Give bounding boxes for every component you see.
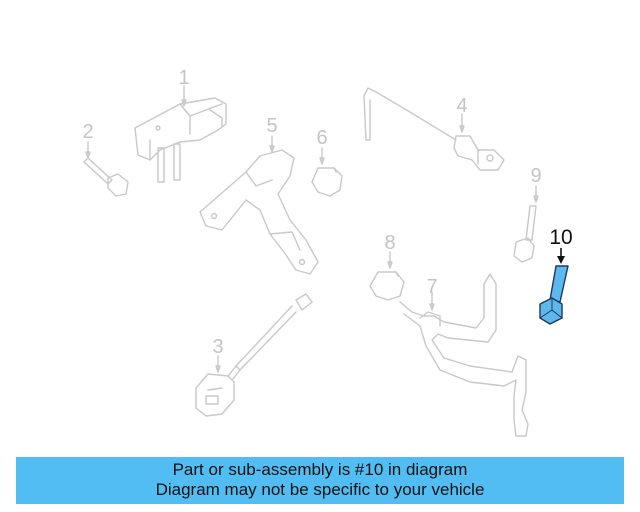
banner-line-1: Part or sub-assembly is #10 in diagram (172, 460, 468, 479)
callout-4: 4 (456, 95, 468, 117)
callout-5: 5 (266, 115, 278, 137)
callout-2: 2 (82, 121, 94, 143)
banner-line-2: Diagram may not be specific to your vehi… (155, 480, 485, 499)
info-banner: Part or sub-assembly is #10 in diagram D… (16, 457, 624, 504)
callout-3: 3 (212, 336, 224, 358)
bolt-icon[interactable] (83, 141, 129, 197)
callout-9: 9 (530, 165, 542, 187)
bracket-icon[interactable] (199, 135, 319, 275)
clip-icon[interactable] (369, 251, 405, 301)
pressure-sensor-icon[interactable] (134, 85, 227, 183)
clip-icon[interactable] (311, 147, 343, 197)
callout-7: 7 (426, 276, 438, 298)
callout-1: 1 (178, 67, 190, 89)
bolt-highlight-icon[interactable] (539, 248, 569, 325)
bolt-icon[interactable] (513, 185, 539, 263)
callout-10: 10 (549, 226, 573, 249)
temp-sensor-icon[interactable] (363, 87, 505, 171)
callout-8: 8 (384, 232, 396, 254)
oxygen-sensor-icon[interactable] (195, 293, 313, 417)
callout-6: 6 (316, 127, 328, 149)
tube-icon[interactable] (399, 273, 529, 437)
